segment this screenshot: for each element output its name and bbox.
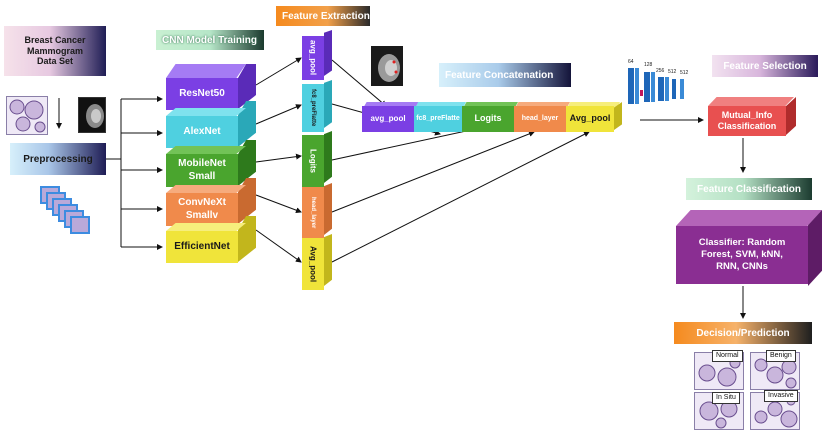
prediction-tag-in-situ: In Situ <box>712 392 740 404</box>
concat-block-avgpool: Avg_pool <box>566 106 614 132</box>
model-convnext-label: ConvNeXt Smallv <box>166 193 238 226</box>
model-resnet50-label: ResNet50 <box>166 78 238 110</box>
concat-block-logits: Logits <box>462 106 514 132</box>
dataset-title-box: Breast Cancer Mammogram Data Set <box>4 26 106 76</box>
model-alexnet-label: AlexNet <box>166 116 238 148</box>
prediction-tag-benign: Benign <box>766 350 796 362</box>
prediction-image-invasive <box>750 392 800 430</box>
concat-block-avgpool-side <box>614 102 622 130</box>
cnn-training-header: CNN Model Training <box>156 30 264 50</box>
model-efficientnet-label: EfficientNet <box>166 231 238 263</box>
concat-block-head-layer: head_layer <box>514 106 566 132</box>
histology-sample-image <box>6 96 48 135</box>
model-mobilenet-label: MobileNet Small <box>166 154 238 187</box>
prediction-tag-normal: Normal <box>712 350 743 362</box>
concat-block-avg-pool: avg_pool <box>362 106 414 132</box>
mammogram-sample-image <box>78 97 106 133</box>
feature-selection-header: Feature Selection <box>712 55 818 77</box>
classifier-label: Classifier: Random Forest, SVM, kNN, RNN… <box>676 226 808 284</box>
prediction-tag-invasive: Invasive <box>764 390 798 402</box>
feature-extraction-header: Feature Extraction <box>276 6 370 26</box>
preprocessing-label: Preprocessing <box>23 153 93 165</box>
mutual-info-label: Mutual_Info Classification <box>708 106 786 136</box>
feature-concatenation-header: Feature Concatenation <box>439 63 571 87</box>
dataset-title: Breast Cancer Mammogram Data Set <box>24 34 86 67</box>
feature-classification-header: Feature Classification <box>686 178 812 200</box>
concat-block-fc8: fc8_preFlatte <box>414 106 462 132</box>
feature-map-image <box>371 46 403 86</box>
preprocessing-box: Preprocessing <box>10 143 106 175</box>
preprocessed-image-stack <box>40 186 90 236</box>
decision-header: Decision/Prediction <box>674 322 812 344</box>
network-layers-diagram: 64 128 256 512 512 <box>624 58 690 108</box>
